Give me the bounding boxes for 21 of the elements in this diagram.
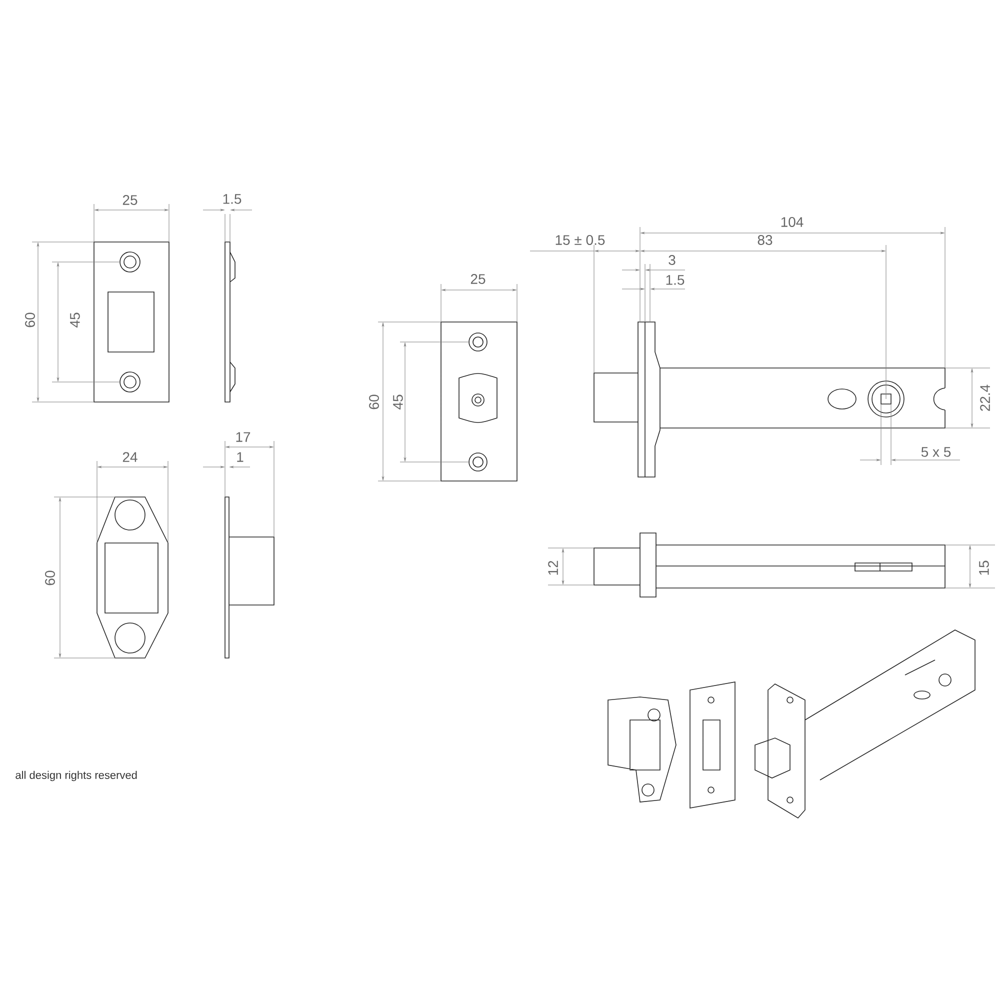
dimension-label: 5 x 5 (921, 447, 951, 457)
note-text: all design rights reserved (16, 770, 137, 782)
dimension-label: 1.5 (666, 275, 684, 285)
dimension-label: 104 (781, 217, 804, 227)
dimension-label: 83 (758, 235, 772, 245)
dimension-label: 12 (548, 560, 558, 575)
dimension-label: 25 (470, 274, 486, 284)
dimension-label: 15 ± 0.5 (556, 235, 605, 245)
dimension-label: 45 (393, 394, 403, 410)
dimension-label: 3 (668, 255, 676, 265)
dimension-label: 60 (369, 394, 379, 410)
dimension-label: 1 (237, 452, 244, 462)
dimension-label: 22.4 (980, 384, 990, 411)
dimension-label: 24 (122, 452, 138, 462)
dimension-label: 45 (70, 312, 80, 328)
dimension-label: 1.5 (223, 194, 242, 204)
dimension-label: 17 (236, 432, 250, 442)
dimension-label: 15 (979, 560, 989, 575)
dimension-label: 60 (25, 312, 35, 328)
dimension-label: 60 (45, 570, 55, 586)
dimension-label: 25 (122, 195, 138, 205)
